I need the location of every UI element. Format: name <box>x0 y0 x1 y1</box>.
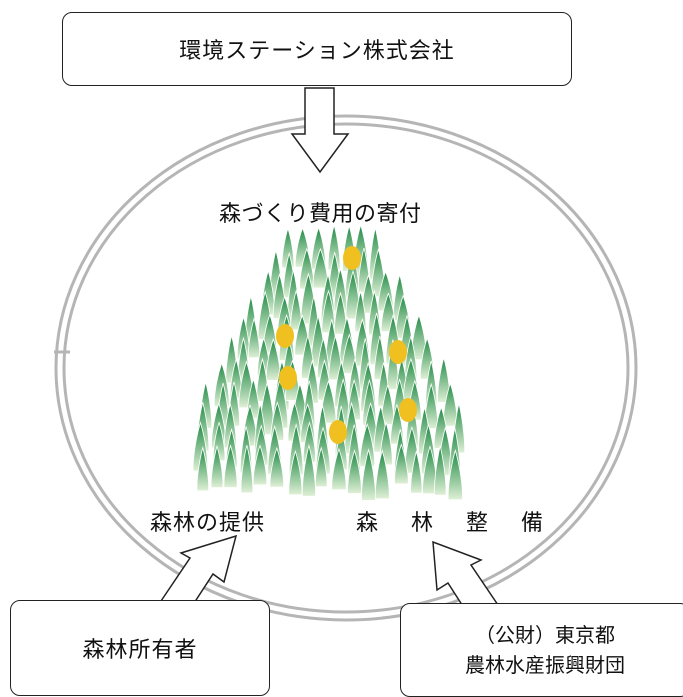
tree-icon <box>288 449 303 496</box>
forest-owner-name: 森林所有者 <box>82 638 198 663</box>
tree-icon <box>374 449 390 500</box>
tree-icon <box>410 313 427 361</box>
tree-icon <box>361 448 376 501</box>
autumn-tree-icon <box>389 340 407 364</box>
tree-icon <box>196 446 210 492</box>
foundation-name-line1: （公財）東京都 <box>475 623 615 647</box>
tree-icon <box>347 449 362 494</box>
tree-icon <box>437 356 451 403</box>
tree-icon <box>345 269 361 320</box>
donation-label: 森づくり費用の寄付 <box>219 202 422 227</box>
forest-illustration <box>192 223 466 501</box>
company-name: 環境ステーション株式会社 <box>179 39 455 64</box>
foundation-name-line2: 農林水産振興財団 <box>465 653 625 677</box>
tree-icon <box>269 446 284 488</box>
company-box: 環境ステーション株式会社 <box>62 12 572 86</box>
donation-arrow-icon <box>290 87 350 174</box>
tree-icon <box>252 444 268 486</box>
cycle-ring <box>54 114 638 622</box>
tree-icon <box>424 382 439 430</box>
tree-icon <box>290 289 303 331</box>
tree-icon <box>433 445 447 496</box>
tree-icon <box>381 383 395 425</box>
tree-icon <box>333 291 348 335</box>
tree-icon <box>247 317 261 359</box>
tree-icon <box>328 334 343 381</box>
forest-owner-box: 森林所有者 <box>10 600 270 696</box>
autumn-tree-icon <box>329 420 347 444</box>
tree-icon <box>422 445 438 495</box>
tree-icon <box>301 443 316 497</box>
tree-icon <box>442 381 458 427</box>
autumn-tree-icon <box>343 246 361 270</box>
forest-provision-label: 森林の提供 <box>150 511 266 536</box>
tree-icon <box>341 333 357 374</box>
tree-icon <box>312 247 329 289</box>
tree-icon <box>223 444 238 488</box>
autumn-tree-icon <box>276 324 294 348</box>
forest-maintenance-label: 森 林 整 備 <box>356 511 556 536</box>
tree-icon <box>320 379 337 424</box>
tree-icon <box>265 337 281 381</box>
tree-icon <box>331 447 347 491</box>
tree-icon <box>210 444 224 489</box>
tree-icon <box>315 446 328 488</box>
tree-icon <box>410 449 423 494</box>
autumn-tree-icon <box>279 366 297 390</box>
tree-icon <box>447 448 463 501</box>
autumn-tree-icon <box>399 398 417 422</box>
foundation-box: （公財）東京都 農林水産振興財団 <box>400 603 683 697</box>
tree-icon <box>240 445 254 494</box>
tree-icon <box>394 443 409 485</box>
